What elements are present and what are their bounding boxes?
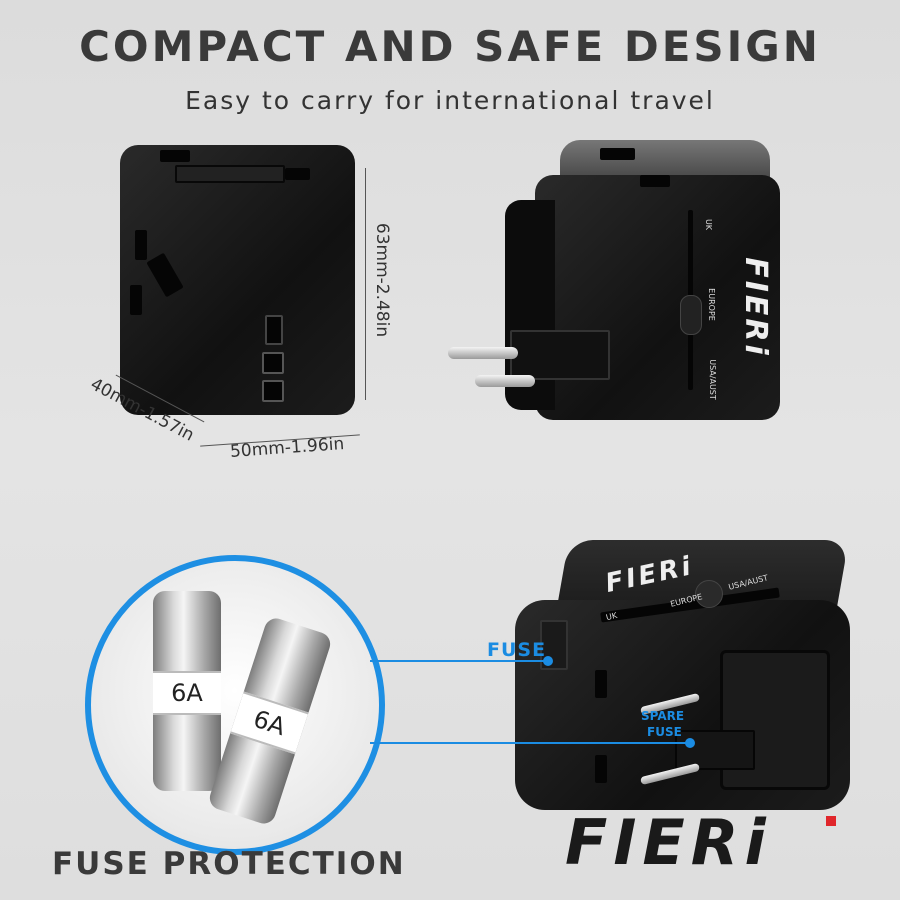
label-uk: UK: [704, 218, 714, 231]
fuse-closeup-circle: 6A 6A: [85, 555, 385, 855]
spare-fuse-callout-dot: [685, 738, 695, 748]
brand-logo-side: FIERi: [737, 257, 773, 358]
spare-fuse-label-line1: SPARE: [641, 709, 685, 723]
spare-fuse-callout-line: [370, 742, 690, 744]
fuse-1: 6A: [153, 591, 221, 791]
height-dimension-label: 63mm-2.48in: [372, 222, 393, 338]
width-dimension-label: 50mm-1.96in: [229, 434, 345, 462]
fuse-callout-label: FUSE: [487, 639, 547, 661]
fuse-rating-label: 6A: [230, 691, 309, 755]
height-dimension-line: [365, 168, 366, 400]
fuse-callout-line: [370, 660, 548, 662]
label-europe: EUROPE: [706, 288, 716, 321]
fuse-rating-label: 6A: [153, 671, 221, 715]
brand-logo: FIERi: [565, 806, 772, 879]
label-usa-aust: USA/AUST: [707, 359, 717, 400]
section-title: FUSE PROTECTION: [52, 846, 406, 882]
page-title: COMPACT AND SAFE DESIGN: [79, 22, 821, 71]
page-subtitle: Easy to carry for international travel: [185, 86, 715, 115]
fuse-callout-dot: [543, 656, 553, 666]
fuse-2: 6A: [206, 615, 334, 827]
spare-fuse-label-line2: FUSE: [647, 725, 682, 739]
logo-red-dot: [826, 816, 836, 826]
